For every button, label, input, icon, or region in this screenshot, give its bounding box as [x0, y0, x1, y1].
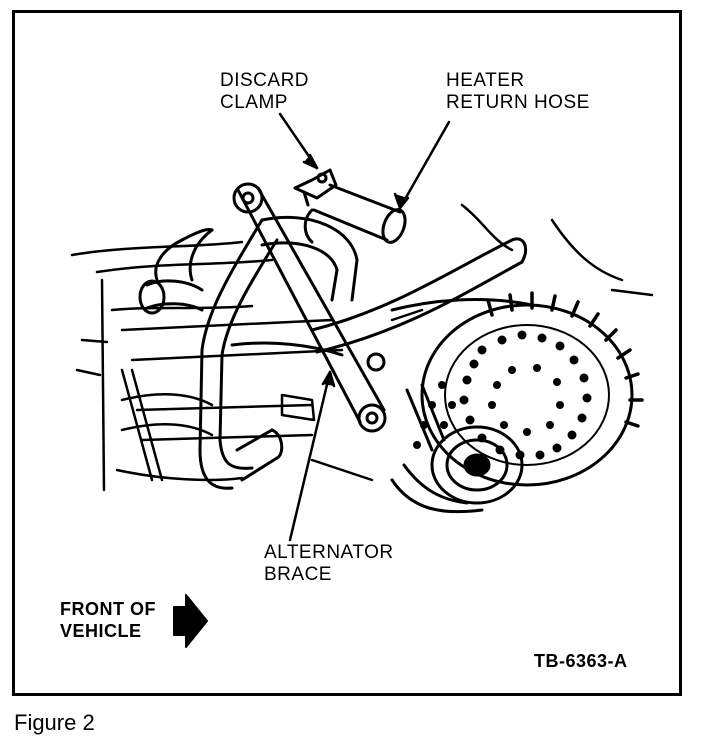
tube-frame — [138, 218, 284, 490]
heater-return-hose — [303, 183, 407, 244]
engine-illustration — [70, 112, 654, 648]
alternator — [413, 291, 644, 487]
front-arrow-icon — [173, 594, 208, 648]
hoses — [154, 215, 534, 357]
discard-clamp — [293, 168, 338, 207]
alternator-brace — [232, 182, 387, 433]
alternator-brace-label: ALTERNATOR BRACE — [264, 542, 394, 585]
figure-caption: Figure 2 — [14, 710, 95, 735]
figure-frame — [12, 10, 682, 696]
discard-clamp-label: DISCARD CLAMP — [220, 70, 310, 113]
ref-code: TB-6363-A — [534, 651, 628, 671]
pulley — [390, 383, 524, 514]
heater-return-hose-label: HEATER RETURN HOSE — [446, 70, 590, 113]
engine-block — [70, 203, 654, 492]
front-of-vehicle-label: FRONT OF VEHICLE — [60, 599, 156, 641]
leader-arrows — [278, 112, 451, 542]
